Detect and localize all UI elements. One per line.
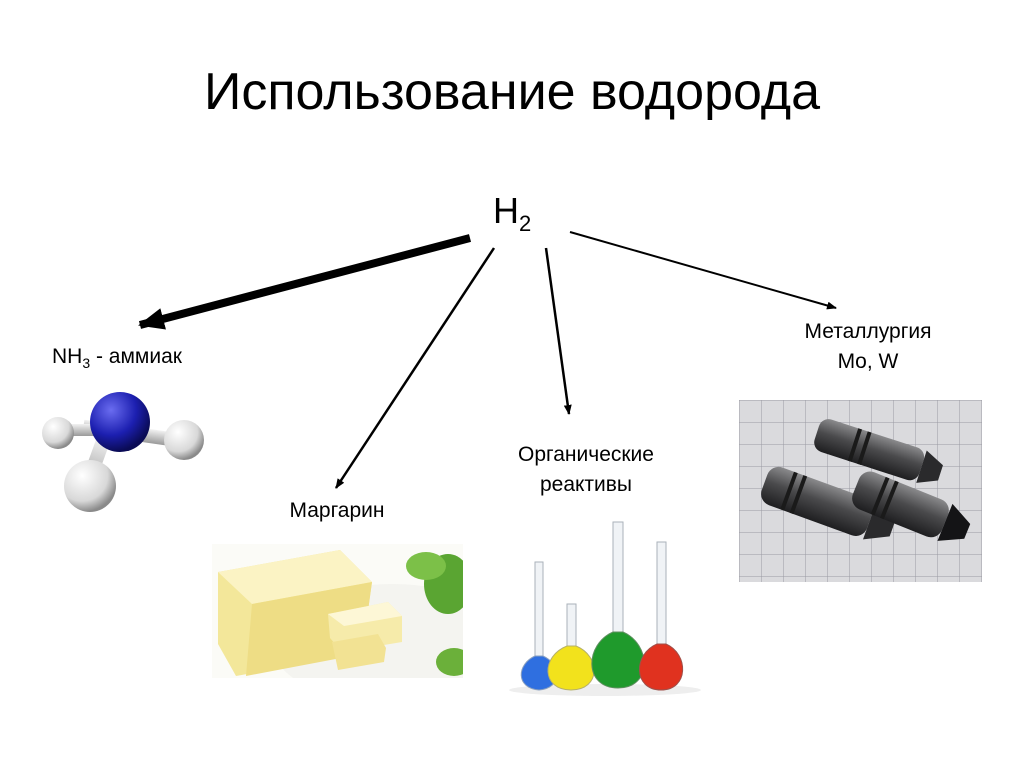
metallurgy-line-1: Металлургия <box>804 320 932 343</box>
slide-title: Использование водорода <box>203 63 821 121</box>
cylinder-right <box>852 471 971 541</box>
nitrogen-atom <box>90 392 150 452</box>
margarine-image <box>212 544 463 678</box>
organic-line-1: Органические <box>518 443 654 466</box>
cylinder-left <box>761 466 896 540</box>
hydrogen-atom-bottom <box>64 460 116 512</box>
organic-line-2: реактивы <box>539 473 633 496</box>
metallurgy-label: Металлургия Mo, W <box>770 317 966 377</box>
metal-cylinders-image <box>739 400 982 582</box>
cylinder-top <box>814 419 943 483</box>
ammonia-subscript: 3 <box>82 355 91 371</box>
hydrogen-formula: H2 <box>493 190 531 237</box>
flask-red <box>639 541 684 691</box>
arrow-to-metallurgy <box>569 231 837 310</box>
arrow-to-ammonia <box>138 234 472 330</box>
hydrogen-atom-right <box>164 420 204 460</box>
arrow-to-margarine <box>334 247 496 489</box>
metallurgy-line-2: Mo, W <box>837 350 899 373</box>
hydrogen-atom-left <box>42 417 74 449</box>
flask-green <box>591 521 645 689</box>
hydrogen-symbol: H <box>493 190 519 231</box>
ammonia-formula: NH <box>52 345 83 368</box>
flask-yellow <box>547 603 595 691</box>
chemical-flasks-image <box>505 518 705 698</box>
margarine-label: Маргарин <box>289 499 385 522</box>
hydrogen-subscript: 2 <box>519 211 532 236</box>
organic-reagents-label: Органические реактивы <box>488 440 684 500</box>
arrow-to-organic <box>544 247 572 415</box>
ammonia-name: - аммиак <box>90 345 182 368</box>
ammonia-label: NH3 - аммиак <box>52 342 182 378</box>
ammonia-molecule-image <box>42 392 204 512</box>
